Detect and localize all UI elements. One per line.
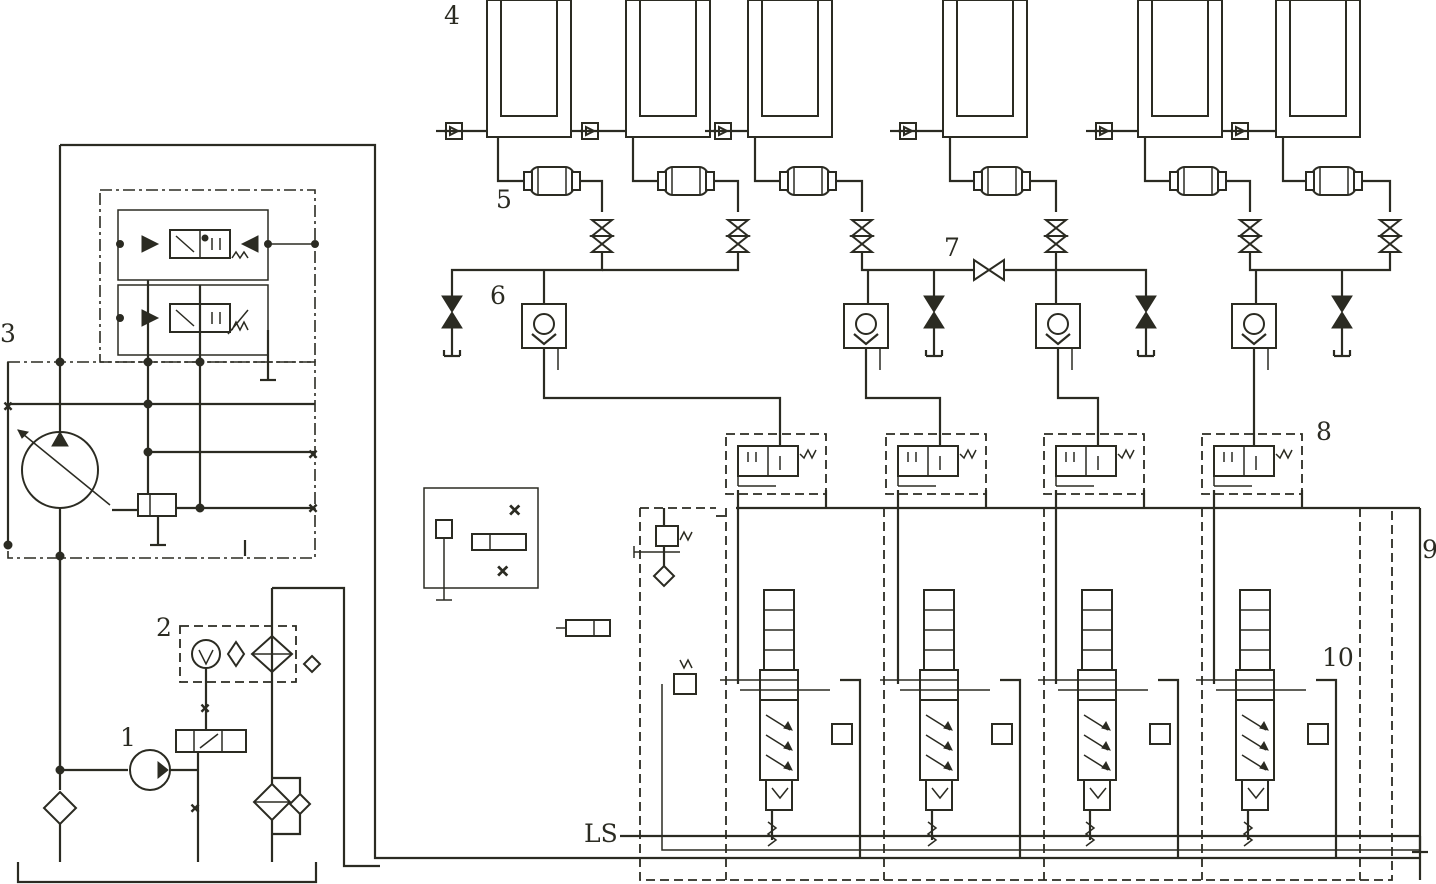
svg-text:×: × (308, 447, 318, 461)
label-4: 4 (444, 1, 460, 30)
label-8: 8 (1316, 417, 1332, 446)
svg-text:×: × (190, 801, 200, 815)
svg-text:×: × (308, 501, 318, 515)
legend-symbols: × × (423, 487, 611, 637)
label-ls: LS (584, 819, 618, 848)
label-3: 3 (0, 319, 16, 348)
label-6: 6 (490, 281, 506, 310)
svg-text:×: × (496, 561, 509, 580)
directional-valves (725, 433, 1303, 495)
label-7: 7 (944, 233, 960, 262)
pump-circuit: × × × × × (2, 143, 380, 884)
manifold-block (380, 490, 1428, 881)
label-10: 10 (1322, 643, 1354, 672)
valve-row (440, 219, 1401, 462)
svg-text:×: × (200, 701, 210, 715)
label-5: 5 (496, 185, 512, 214)
label-9: 9 (1422, 535, 1436, 564)
label-1: 1 (120, 723, 136, 752)
callout-labels: 1 2 3 4 5 6 7 8 9 10 LS (0, 1, 1436, 848)
svg-text:×: × (3, 399, 13, 413)
accumulator-row (496, 137, 1392, 212)
cylinder-row (434, 0, 1361, 141)
label-2: 2 (156, 613, 172, 642)
svg-text:×: × (508, 500, 521, 519)
